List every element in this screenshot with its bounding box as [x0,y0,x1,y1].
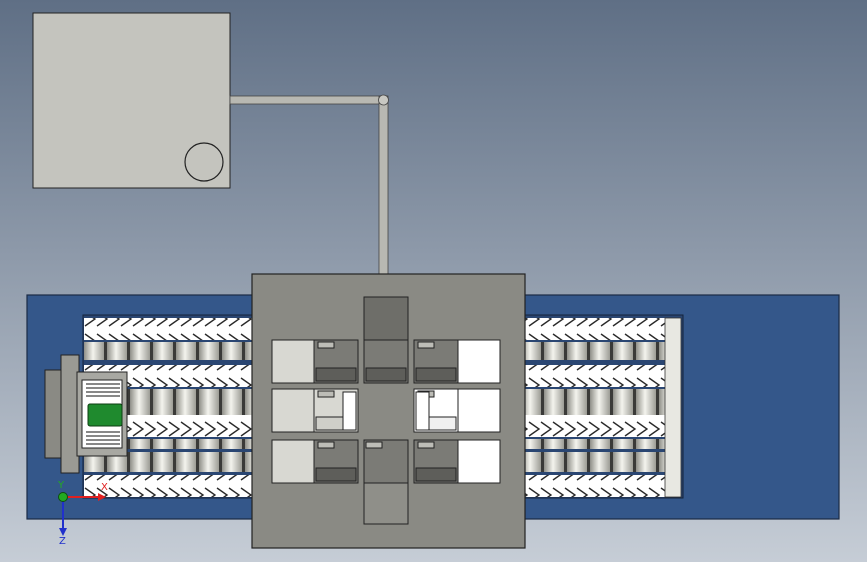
belt-end-cap [664,317,682,498]
cell-left-slot-2 [315,467,357,482]
triad-x-label: X [101,482,108,493]
cell-right-slot-0 [415,367,457,382]
cell-left-tab-2 [317,441,335,449]
connection-pipe [229,94,389,277]
cell-center-top-slot [365,367,407,382]
cell-left-tab-1 [317,390,335,398]
cell-right-tab-2 [417,441,435,449]
cell-right-outer-0 [457,339,501,384]
cell-right-outer-1 [457,388,501,433]
triad-y-label: Y [57,480,65,491]
cell-left-tab-0 [317,341,335,349]
head-cell-grid [271,339,501,484]
cell-right-tab-0 [417,341,435,349]
cell-left-outer-2 [271,439,315,484]
triad-z-label: Z [59,536,66,547]
cell-left-outer-1 [271,388,315,433]
carriage [44,354,128,474]
cell-right-door [415,391,430,431]
cell-right-slot-2 [415,467,457,482]
circle-gauge-icon [184,142,224,182]
chevron-belt-right [525,318,681,497]
cell-left-slot-0 [315,367,357,382]
coordinate-triad-icon: X Y Z [57,480,108,547]
cell-left-door [342,391,357,431]
roller-rows-right [525,342,681,472]
head-top-block [363,296,409,342]
cell-center-bottom-tab [365,441,383,449]
control-cabinet [32,12,231,189]
cell-right-outer-2 [457,439,501,484]
carriage-green-block [87,403,123,427]
cell-left-outer-0 [271,339,315,384]
head-bottom-block [363,481,409,525]
